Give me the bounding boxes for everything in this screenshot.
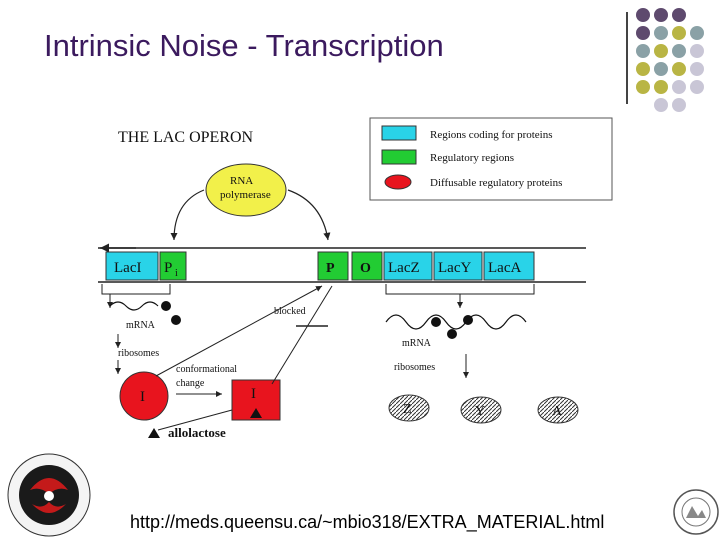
dot xyxy=(654,44,668,58)
ribosome-right-3 xyxy=(463,315,473,325)
dot xyxy=(654,80,668,94)
dot xyxy=(690,26,704,40)
lac-transcription-bracket xyxy=(385,284,535,295)
gene-o xyxy=(351,251,383,281)
dot xyxy=(636,8,650,22)
rna-polymerase xyxy=(205,163,287,217)
gene-lacz-label: LacZ xyxy=(388,260,420,276)
mrna-left-label: mRNA xyxy=(126,320,156,331)
dot xyxy=(690,80,704,94)
gene-lacz xyxy=(383,251,433,281)
mrna-right-label: mRNA xyxy=(402,338,432,349)
allolactose-marker xyxy=(148,428,160,438)
protein-y xyxy=(460,396,502,424)
protein-a xyxy=(537,396,579,424)
dot xyxy=(636,26,650,40)
ribosomes-left-label: ribosomes xyxy=(118,348,159,359)
protein-a-label: A xyxy=(552,404,563,419)
protein-y-label: Y xyxy=(475,404,485,419)
blocked-label: blocked xyxy=(274,306,306,317)
mrna-left-strand xyxy=(109,301,159,311)
allolactose-label: allolactose xyxy=(168,425,226,440)
legend: Regions coding for proteins Regulatory r… xyxy=(369,117,613,201)
legend-swatch-coding xyxy=(381,125,417,141)
dot xyxy=(672,8,686,22)
dot xyxy=(636,62,650,76)
conformational-label-2: change xyxy=(176,378,205,389)
life-science-centre-logo xyxy=(6,452,92,538)
gene-laca-label: LacA xyxy=(488,260,521,276)
protein-z xyxy=(388,394,430,422)
dot xyxy=(654,62,668,76)
gene-o-label: O xyxy=(360,261,371,276)
conformational-label-1: conformational xyxy=(176,364,237,375)
repressor2-label: I xyxy=(251,386,256,402)
allolactose-bound-marker xyxy=(250,408,262,418)
gene-laca xyxy=(483,251,535,281)
repressor-active xyxy=(119,371,169,421)
gene-lacy xyxy=(433,251,483,281)
ribosomes-right-label: ribosomes xyxy=(394,362,435,373)
protein-z-label: Z xyxy=(403,402,412,417)
lac-operon-diagram: THE LAC OPERON Regions coding for protei… xyxy=(96,112,636,450)
repressor-binding-arrow xyxy=(155,285,323,377)
gene-pi-label: P xyxy=(164,260,172,276)
dot xyxy=(636,80,650,94)
legend-swatch-regulatory xyxy=(381,149,417,165)
dot xyxy=(672,26,686,40)
dot xyxy=(672,62,686,76)
gene-pi xyxy=(159,251,187,281)
ribosome-left-2 xyxy=(171,315,181,325)
mrna-right-strand xyxy=(385,314,527,330)
legend-label-diffusable: Diffusable regulatory proteins xyxy=(430,177,562,189)
legend-label-coding: Regions coding for proteins xyxy=(430,129,553,141)
legend-label-regulatory: Regulatory regions xyxy=(430,152,514,164)
dot xyxy=(654,8,668,22)
dot xyxy=(636,44,650,58)
gene-p xyxy=(317,251,349,281)
dot xyxy=(690,62,704,76)
ribosome-right-2 xyxy=(447,329,457,339)
ribosome-left-1 xyxy=(161,301,171,311)
dot xyxy=(654,98,668,112)
institute-seal-logo xyxy=(672,488,720,536)
repressor-label: I xyxy=(140,389,145,405)
polymerase-arrow-left xyxy=(170,189,205,241)
dot xyxy=(672,80,686,94)
polymerase-arrow-right xyxy=(287,189,331,241)
gene-laci-label: LacI xyxy=(114,260,141,276)
dot xyxy=(672,98,686,112)
allolactose-connector xyxy=(157,409,233,431)
legend-swatch-diffusable xyxy=(384,174,412,190)
gene-p-label: P xyxy=(326,261,335,276)
ribosome-right-1 xyxy=(431,317,441,327)
gene-pi-subscript: i xyxy=(175,268,178,279)
dot xyxy=(690,44,704,58)
laci-transcription-bracket xyxy=(101,284,171,295)
rna-polymerase-label-2: polymerase xyxy=(220,189,271,201)
rna-polymerase-label-1: RNA xyxy=(230,175,253,187)
gene-lacy-label: LacY xyxy=(438,260,471,276)
blocked-path-line xyxy=(271,285,333,385)
slide-title: Intrinsic Noise - Transcription xyxy=(44,28,444,63)
title-divider xyxy=(626,12,628,104)
gene-laci xyxy=(105,251,159,281)
dot xyxy=(672,44,686,58)
dot xyxy=(654,26,668,40)
source-url[interactable]: http://meds.queensu.ca/~mbio318/EXTRA_MA… xyxy=(130,512,605,532)
diagram-heading: THE LAC OPERON xyxy=(118,129,254,146)
